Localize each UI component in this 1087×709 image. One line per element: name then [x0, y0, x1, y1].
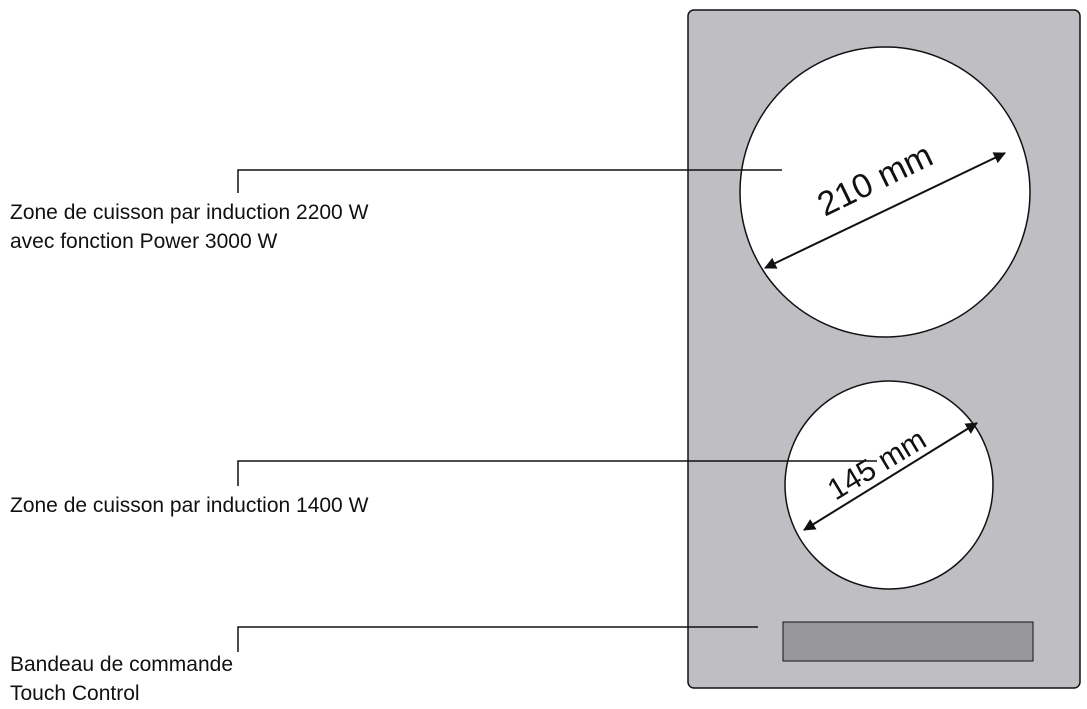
- large-zone-leader-line: [237, 169, 782, 193]
- control-panel-leader-line: [237, 626, 758, 652]
- control-panel-label-line-1: Bandeau de commande: [10, 653, 233, 676]
- small-cooking-zone: [784, 380, 994, 590]
- control-panel: [782, 621, 1034, 662]
- small-zone-label: Zone de cuisson par induction 1400 W: [10, 494, 369, 517]
- large-zone-label-line-1: Zone de cuisson par induction 2200 W: [10, 201, 369, 224]
- control-panel-label-line-2: Touch Control: [10, 682, 140, 705]
- small-zone-dimension-arrow: [803, 422, 978, 531]
- large-zone-dimension-arrow: [764, 152, 1006, 269]
- large-zone-label-line-2: avec fonction Power 3000 W: [10, 230, 277, 253]
- small-zone-leader-line: [237, 460, 877, 486]
